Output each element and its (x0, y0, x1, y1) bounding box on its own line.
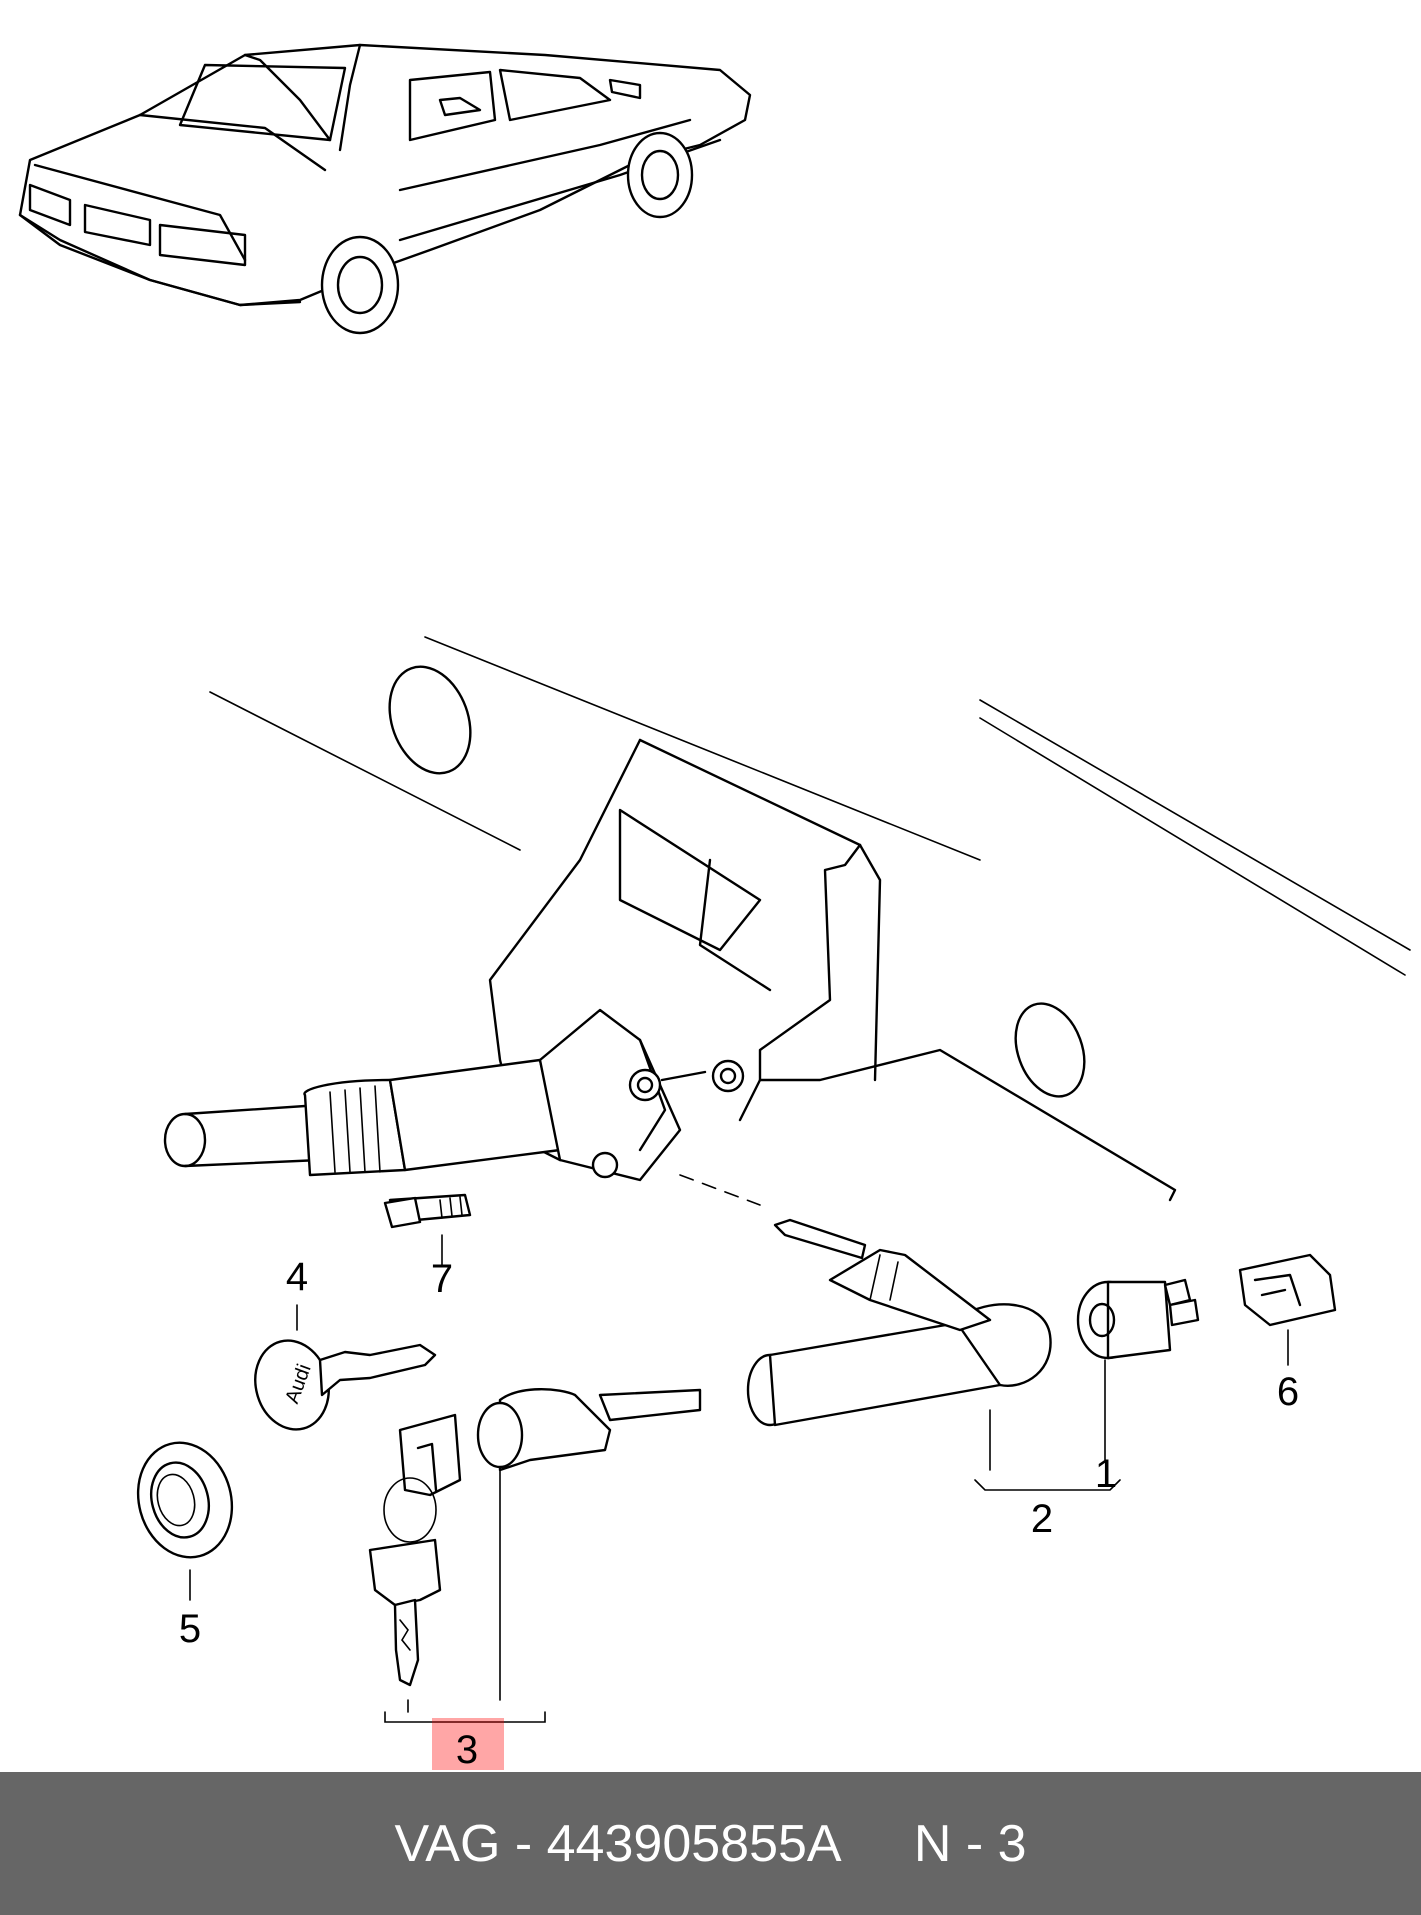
footer-note: N - 3 (913, 1814, 1027, 1873)
parts-diagram: Audi (18, 43, 1411, 1770)
callout-5: 5 (179, 1607, 201, 1651)
footer-separator: - (514, 1814, 533, 1873)
callout-1: 1 (1095, 1452, 1117, 1496)
car-overview-illustration (18, 43, 752, 335)
part-number-footer: VAG - 443905855A N - 3 (0, 1772, 1421, 1915)
part-5-grommet (136, 1441, 234, 1601)
part-7-bolt (383, 1193, 472, 1266)
callout-2: 2 (1031, 1497, 1053, 1541)
callout-6: 6 (1277, 1370, 1299, 1414)
part-4-key-blank: Audi (254, 1304, 437, 1431)
part-2-lock-housing (746, 1218, 1121, 1491)
part-6-connector (1238, 1253, 1337, 1366)
footer-gap (842, 1814, 914, 1874)
callout-3: 3 (456, 1728, 478, 1770)
footer-part-number: 443905855A (546, 1814, 842, 1873)
callout-4: 4 (286, 1255, 308, 1299)
footer-brand: VAG (394, 1814, 501, 1873)
callout-3-highlight (432, 1718, 504, 1770)
steering-column-illustration (163, 1008, 761, 1206)
part-3-lock-cylinder-with-keys (368, 1388, 702, 1723)
part-1-ignition-switch (1076, 1278, 1200, 1461)
callout-7: 7 (431, 1257, 453, 1301)
